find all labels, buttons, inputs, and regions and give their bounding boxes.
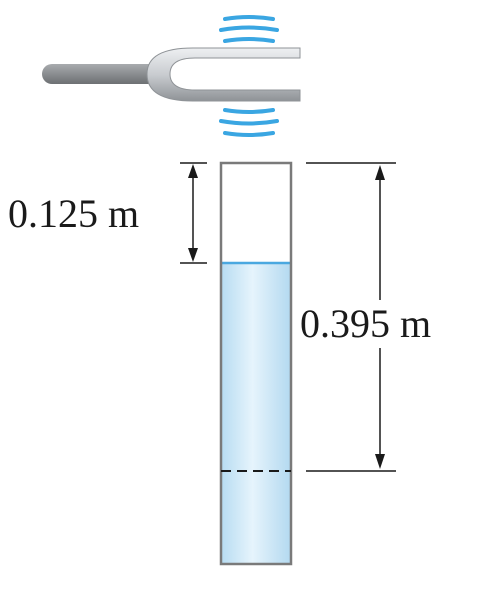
resonance-tube	[219, 161, 293, 566]
right-label-backdrop	[300, 300, 460, 348]
water-column	[221, 263, 291, 564]
fork-handle	[42, 64, 160, 84]
sound-wave-icon	[219, 15, 279, 43]
tuning-fork-icon	[42, 47, 301, 102]
left-dimension	[180, 162, 207, 264]
fork-prongs	[146, 47, 301, 102]
sound-wave-icon	[219, 108, 279, 137]
air-column-length-label: 0.125 m	[8, 191, 139, 236]
total-length-label: 0.395 m	[300, 301, 431, 346]
